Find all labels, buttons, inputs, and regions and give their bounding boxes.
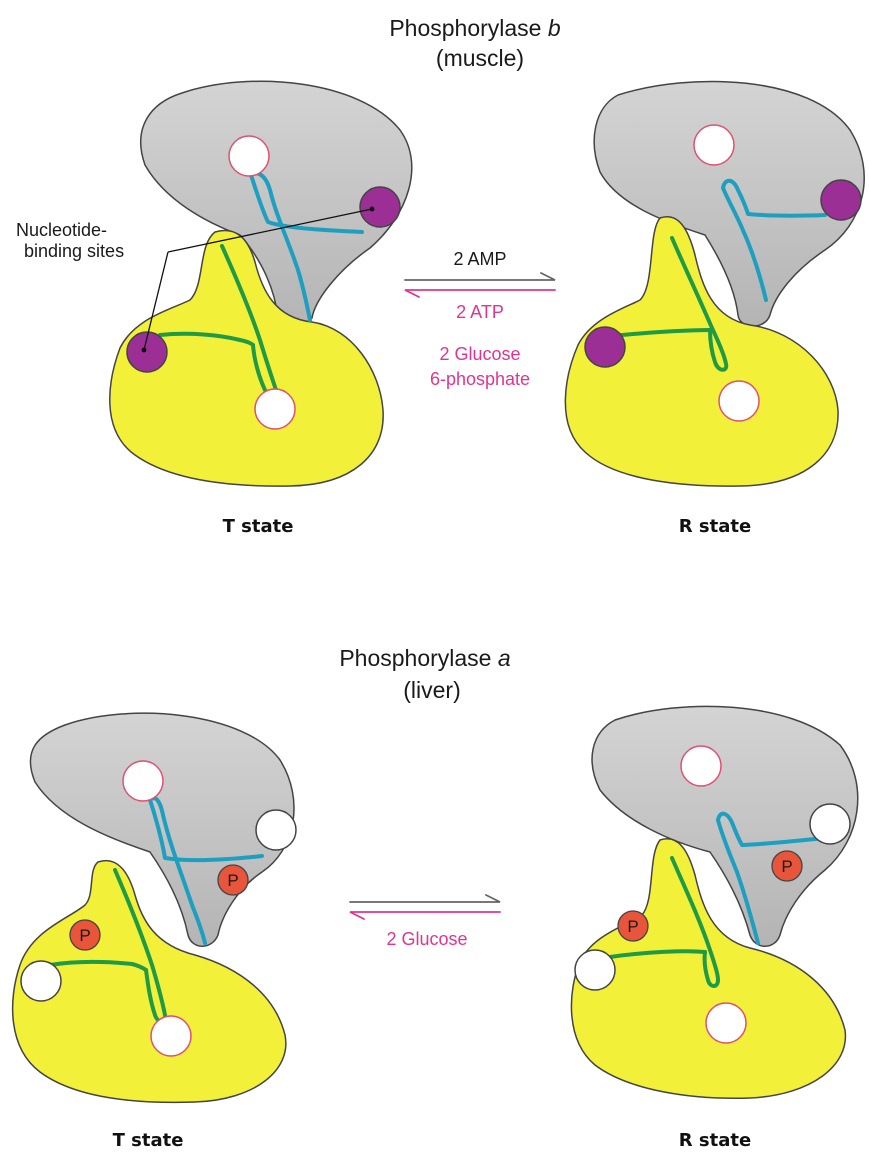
panel-a-t-state-enzyme: P P xyxy=(13,713,296,1102)
annotation-line-2: binding sites xyxy=(24,241,124,261)
reverse-effector-label: 2 ATP xyxy=(456,302,504,322)
panel-phosphorylase-a: Phosphorylase a (liver) P xyxy=(13,645,858,1151)
catalytic-site xyxy=(694,125,734,165)
reverse-effector-label: 2 Glucose xyxy=(386,929,467,949)
nucleotide-binding-site xyxy=(21,961,61,1001)
phosphate-group: P xyxy=(70,920,100,950)
reverse-effector-label: 2 Glucose xyxy=(439,344,520,364)
svg-text:P: P xyxy=(627,917,638,936)
panel-a-title: Phosphorylase a xyxy=(339,645,510,671)
panel-phosphorylase-b: Phosphorylase b (muscle) Nucleotide- bin… xyxy=(16,15,864,537)
panel-b-title: Phosphorylase b xyxy=(389,15,561,41)
upper-subunit xyxy=(30,713,294,946)
equilibrium-arrows xyxy=(405,273,555,297)
nucleotide-binding-site xyxy=(360,187,400,227)
state-label: R state xyxy=(679,516,751,537)
catalytic-site xyxy=(719,381,759,421)
panel-a-r-state-enzyme: P P xyxy=(571,706,857,1098)
catalytic-site xyxy=(123,761,163,801)
nucleotide-binding-site xyxy=(585,327,625,367)
equilibrium-arrows xyxy=(350,895,500,919)
phosphate-group: P xyxy=(772,851,802,881)
svg-text:P: P xyxy=(781,857,792,876)
catalytic-site xyxy=(681,746,721,786)
nucleotide-binding-site xyxy=(256,810,296,850)
state-label: R state xyxy=(679,1130,751,1151)
panel-a-subtitle: (liver) xyxy=(403,677,461,703)
nucleotide-binding-site xyxy=(821,180,861,220)
svg-text:P: P xyxy=(227,871,238,890)
nucleotide-binding-site xyxy=(810,804,850,844)
panel-b-subtitle: (muscle) xyxy=(436,45,524,71)
catalytic-site xyxy=(151,1016,191,1056)
state-label: T state xyxy=(223,516,294,537)
nucleotide-binding-site xyxy=(575,950,615,990)
catalytic-site xyxy=(255,389,295,429)
forward-effector-label: 2 AMP xyxy=(453,249,506,269)
phosphate-group: P xyxy=(618,911,648,941)
panel-b-r-state-enzyme xyxy=(565,81,864,486)
catalytic-site xyxy=(229,136,269,176)
svg-text:P: P xyxy=(79,926,90,945)
panel-b-t-state-enzyme xyxy=(110,81,412,486)
annotation-line-1: Nucleotide- xyxy=(16,220,107,240)
phosphate-group: P xyxy=(218,865,248,895)
catalytic-site xyxy=(706,1003,746,1043)
reverse-effector-label: 6-phosphate xyxy=(430,369,530,389)
state-label: T state xyxy=(113,1130,184,1151)
